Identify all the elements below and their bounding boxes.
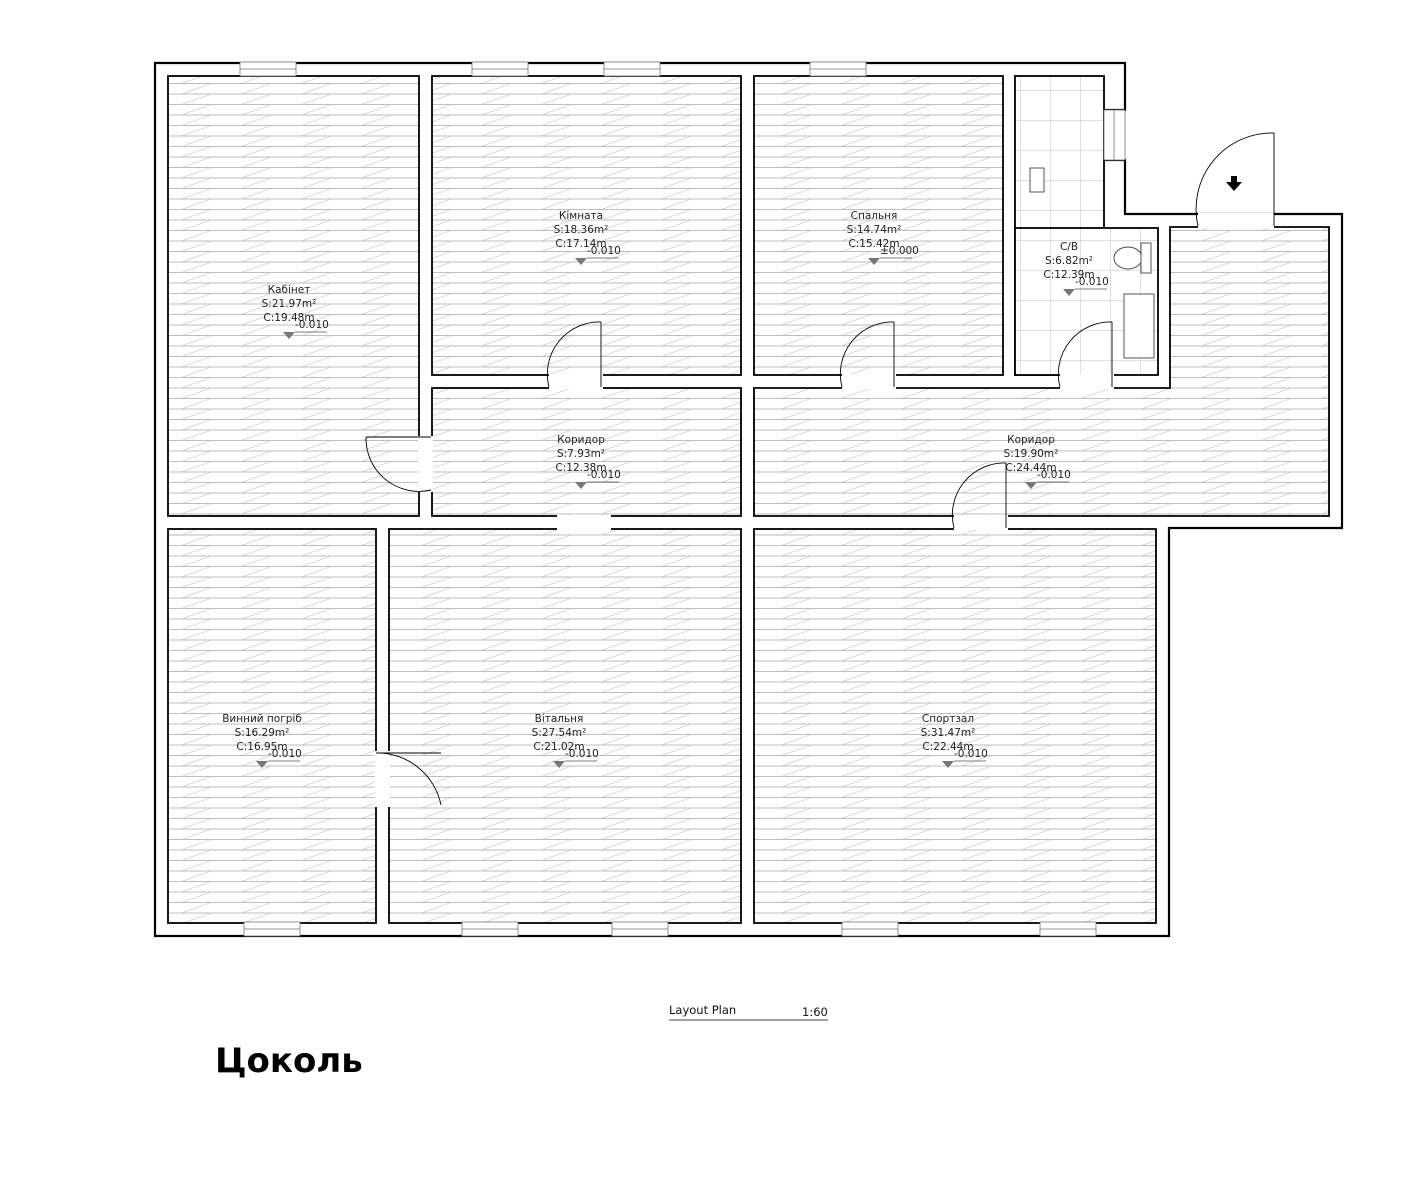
room-perimeter: C:12.38m — [555, 462, 606, 474]
doors — [365, 132, 1275, 807]
room-name: Вітальня — [535, 713, 584, 725]
entrance-arrow-icon — [1226, 176, 1242, 191]
room-name: С/В — [1060, 241, 1078, 253]
room-level: -0.010 — [1075, 276, 1109, 288]
room-level: ±0.000 — [880, 245, 919, 257]
floor-entry — [753, 226, 1330, 517]
room-level: -0.010 — [587, 469, 621, 481]
room-area: S:16.29m² — [235, 727, 290, 739]
floor-vitalnia — [388, 528, 742, 924]
room-level: -0.010 — [565, 748, 599, 760]
level-marker-icon — [283, 332, 295, 339]
room-name: Коридор — [557, 434, 605, 446]
room-area: S:31.47m² — [921, 727, 976, 739]
floor-sportzal — [753, 528, 1157, 924]
level-marker-icon — [553, 761, 565, 768]
room-level: -0.010 — [295, 319, 329, 331]
floor-vynnyi — [167, 528, 377, 924]
room-perimeter: C:17.14m — [555, 238, 606, 250]
room-level: -0.010 — [954, 748, 988, 760]
room-area: S:21.97m² — [262, 298, 317, 310]
plan-scale: 1:60 — [802, 1005, 828, 1019]
sink — [1029, 167, 1045, 193]
room-name: Кімната — [559, 210, 603, 222]
level-marker-icon — [942, 761, 954, 768]
room-area: S:6.82m² — [1045, 255, 1093, 267]
level-marker-icon — [1063, 289, 1075, 296]
room-area: S:14.74m² — [847, 224, 902, 236]
level-marker-icon — [575, 482, 587, 489]
room-area: S:19.90m² — [1004, 448, 1059, 460]
level-marker-icon — [1025, 482, 1037, 489]
room-level: -0.010 — [587, 245, 621, 257]
room-perimeter: C:15.42m — [848, 238, 899, 250]
room-level: -0.010 — [1037, 469, 1071, 481]
room-name: Кабінет — [268, 284, 311, 296]
vanity — [1123, 293, 1155, 359]
room-perimeter: C:19.48m — [263, 312, 314, 324]
room-name: Спальня — [851, 210, 898, 222]
plan-caption-block: Layout Plan 1:60 — [669, 1003, 828, 1021]
level-marker-icon — [256, 761, 268, 768]
room-perimeter: C:21.02m — [533, 741, 584, 753]
room-name: Спортзал — [922, 713, 974, 725]
sheet-title: Цоколь — [215, 1041, 363, 1081]
room-area: S:7.93m² — [557, 448, 605, 460]
room-name: Винний погріб — [222, 713, 302, 725]
room-perimeter: C:24.44m — [1005, 462, 1056, 474]
level-marker-icon — [868, 258, 880, 265]
room-perimeter: C:12.39m — [1043, 269, 1094, 281]
room-labels: КабінетS:21.97m²C:19.48m-0.010КімнатаS:1… — [222, 210, 1109, 768]
room-area: S:27.54m² — [532, 727, 587, 739]
bathroom-fixtures — [1029, 167, 1155, 359]
windows — [239, 61, 1126, 937]
room-level: -0.010 — [268, 748, 302, 760]
room-area: S:18.36m² — [554, 224, 609, 236]
toilet — [1113, 246, 1143, 270]
room-perimeter: C:16.95m — [236, 741, 287, 753]
room-perimeter: C:22.44m — [922, 741, 973, 753]
floor-kabinet — [167, 75, 420, 517]
level-marker-icon — [575, 258, 587, 265]
plan-caption: Layout Plan — [669, 1003, 736, 1017]
floor-spalnia — [753, 75, 1004, 376]
room-name: Коридор — [1007, 434, 1055, 446]
